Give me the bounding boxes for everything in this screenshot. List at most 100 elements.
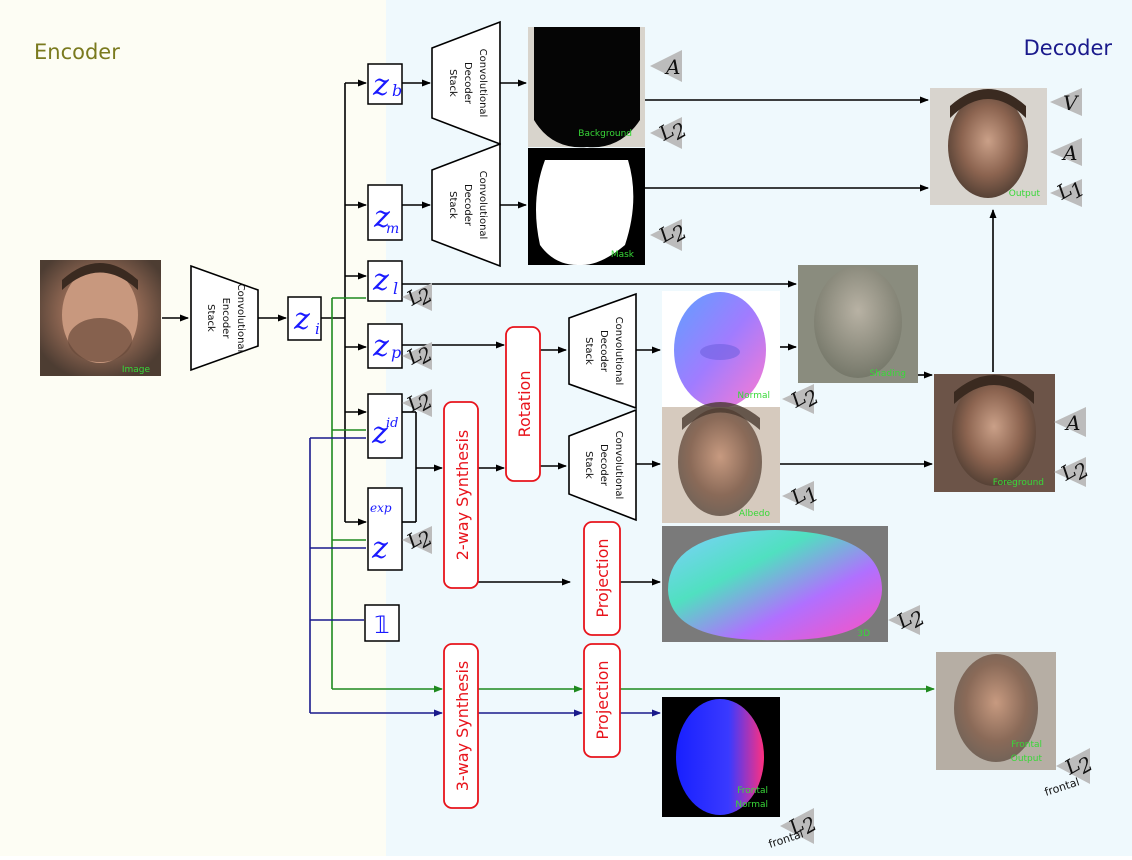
latent-zp: z p (367, 323, 403, 369)
encoder-region (0, 0, 386, 856)
loss-l2-frontal-output (1056, 748, 1090, 784)
rotation-op: Rotation (505, 326, 541, 482)
loss-l1-albedo (782, 481, 814, 511)
svg-text:Decoder: Decoder (462, 184, 473, 227)
svg-text:𝟙: 𝟙 (374, 611, 389, 639)
background-image: Background (528, 27, 645, 148)
svg-text:Decoder: Decoder (598, 330, 609, 373)
input-image-label: Image (122, 365, 151, 375)
svg-text:z: z (371, 531, 388, 566)
svg-text:id: id (386, 416, 398, 431)
loss-a-foreground (1054, 407, 1086, 437)
svg-text:Output: Output (1009, 189, 1041, 199)
svg-text:Convolutional: Convolutional (613, 317, 624, 386)
latent-zid: z id (367, 393, 403, 459)
svg-text:Rotation: Rotation (515, 371, 534, 438)
svg-text:Shading: Shading (869, 369, 906, 379)
loss-a-background (650, 50, 682, 82)
svg-text:Stack: Stack (447, 69, 458, 97)
loss-l2-zexp (402, 526, 432, 554)
svg-text:m: m (386, 221, 399, 237)
svg-text:3-way Synthesis: 3-way Synthesis (453, 661, 472, 792)
normal-image: Normal (662, 291, 780, 408)
green-connectors (331, 297, 935, 693)
decoder-title: Decoder (1024, 36, 1113, 60)
svg-text:Frontal: Frontal (1011, 740, 1042, 750)
encoder-title: Encoder (34, 40, 120, 64)
geometry-image: 3D (662, 526, 888, 642)
encoder-stack-line2: Encoder (220, 298, 231, 340)
decoder-stack-albedo: Convolutional Decoder Stack (568, 408, 637, 522)
svg-text:z: z (373, 200, 390, 235)
svg-text:z: z (372, 329, 389, 364)
svg-text:V: V (1063, 91, 1080, 115)
svg-text:Background: Background (578, 129, 632, 139)
latent-zb: z b (367, 63, 403, 105)
svg-text:Output: Output (1011, 754, 1043, 764)
decoder-stack-normal: Convolutional Decoder Stack (568, 292, 637, 410)
svg-text:Convolutional: Convolutional (613, 431, 624, 500)
svg-text:A: A (1064, 411, 1080, 435)
svg-text:Stack: Stack (583, 451, 594, 479)
svg-text:Decoder: Decoder (462, 62, 473, 105)
frontal-output-image: Frontal Output (936, 652, 1056, 770)
svg-text:Mask: Mask (611, 250, 635, 260)
svg-text:Normal: Normal (737, 391, 770, 401)
frontal-normal-image: Frontal Normal (662, 697, 780, 817)
two-way-synthesis-op: 2-way Synthesis (443, 401, 479, 589)
loss-l2-zl (402, 283, 432, 311)
svg-text:p: p (391, 343, 401, 362)
latent-one: 𝟙 (364, 604, 400, 642)
foreground-image: Foreground (934, 374, 1055, 492)
svg-text:Convolutional: Convolutional (477, 171, 488, 240)
svg-text:3D: 3D (857, 629, 870, 639)
svg-text:i: i (315, 320, 320, 338)
loss-l2-foreground (1054, 457, 1086, 487)
encoder-stack: Convolutional Encoder Stack (190, 264, 259, 372)
svg-text:Foreground: Foreground (993, 478, 1044, 488)
shading-image: Shading (798, 265, 918, 383)
output-image: Output (930, 88, 1047, 205)
blue-connectors (309, 437, 661, 717)
svg-text:Projection: Projection (593, 660, 612, 739)
loss-a-output (1050, 138, 1082, 166)
decoder-stack-mask: Convolutional Decoder Stack (431, 142, 501, 268)
svg-text:Stack: Stack (447, 191, 458, 219)
latent-zi: z i (287, 296, 322, 341)
latent-zm: z m (367, 184, 403, 241)
input-image: Image (40, 260, 161, 376)
svg-text:Albedo: Albedo (739, 509, 771, 519)
svg-text:Normal: Normal (735, 800, 768, 810)
svg-text:Projection: Projection (593, 538, 612, 617)
loss-l2-mask (650, 219, 682, 251)
svg-text:A: A (664, 55, 680, 79)
latent-zexp: z exp (367, 487, 403, 571)
svg-text:Decoder: Decoder (598, 444, 609, 487)
loss-triangles (402, 50, 1090, 844)
loss-l2-zp (402, 342, 432, 370)
encoder-stack-line1: Convolutional (235, 284, 246, 353)
svg-text:z: z (372, 263, 389, 298)
svg-text:Frontal: Frontal (737, 786, 768, 796)
svg-text:Stack: Stack (583, 337, 594, 365)
projection-op-upper: Projection (583, 521, 621, 636)
loss-l1-output (1050, 179, 1082, 207)
svg-text:l: l (393, 279, 398, 298)
svg-text:exp: exp (370, 501, 392, 515)
three-way-synthesis-op: 3-way Synthesis (443, 643, 479, 809)
encoder-stack-line3: Stack (205, 304, 216, 332)
latent-zl: z l (367, 260, 403, 302)
svg-text:2-way Synthesis: 2-way Synthesis (453, 430, 472, 561)
loss-v-output (1050, 88, 1082, 116)
svg-text:z: z (371, 416, 388, 451)
svg-text:b: b (392, 81, 402, 100)
albedo-image: Albedo (662, 402, 780, 523)
loss-l2-normal (782, 384, 814, 414)
projection-op-lower: Projection (583, 643, 621, 758)
black-connectors (162, 79, 997, 586)
loss-l2-geometry (888, 605, 920, 635)
loss-l2-background (650, 117, 682, 149)
loss-l2-zid (402, 389, 432, 417)
mask-image: Mask (528, 148, 645, 266)
